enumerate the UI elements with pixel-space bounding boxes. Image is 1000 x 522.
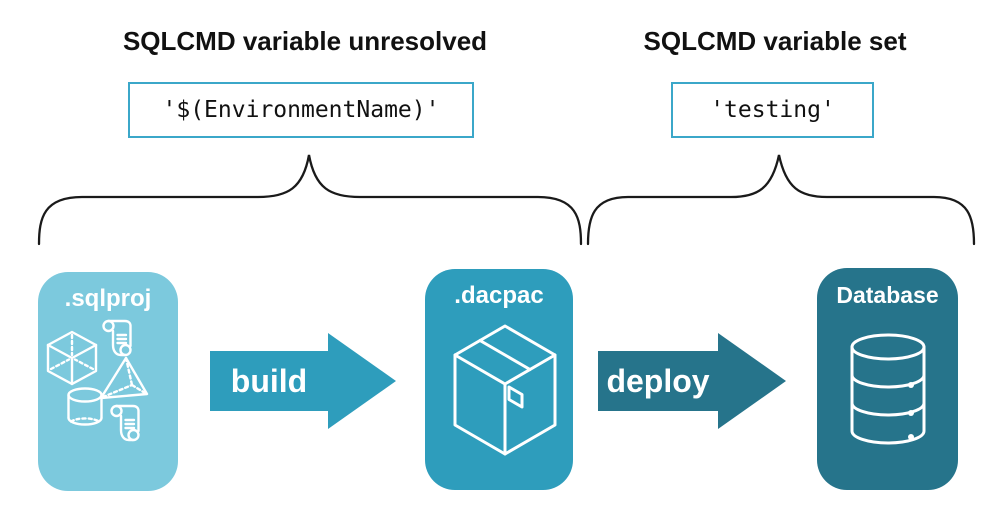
node-database-label: Database: [836, 282, 939, 308]
node-sqlproj: .sqlproj: [38, 272, 178, 491]
code-box-unresolved: '$(EnvironmentName)': [128, 82, 474, 138]
code-box-set: 'testing': [671, 82, 874, 138]
script-scroll-icon: [110, 404, 140, 442]
database-cylinder-icon: [850, 333, 926, 445]
script-scroll-icon: [102, 319, 132, 357]
db-dot: [908, 434, 914, 440]
node-dacpac: .dacpac: [425, 269, 573, 490]
cylinder-icon: [67, 387, 103, 426]
build-arrow: [210, 333, 396, 429]
package-box-icon: [453, 324, 557, 456]
db-dot: [908, 382, 914, 388]
pyramid-icon: [99, 356, 149, 400]
node-database: Database: [817, 268, 958, 490]
code-value-unresolved: '$(EnvironmentName)': [162, 97, 440, 123]
deploy-arrow: [598, 333, 786, 429]
db-dot: [908, 410, 914, 416]
right-brace: [586, 154, 976, 246]
build-arrow-label: build: [230, 362, 308, 399]
heading-variable-set: SQLCMD variable set: [643, 26, 907, 56]
cube-icon: [46, 330, 98, 386]
code-value-set: 'testing': [710, 97, 835, 123]
left-brace: [37, 154, 583, 246]
heading-variable-unresolved: SQLCMD variable unresolved: [122, 26, 488, 56]
node-dacpac-label: .dacpac: [454, 282, 544, 309]
node-sqlproj-label: .sqlproj: [64, 285, 152, 312]
deploy-arrow-label: deploy: [606, 362, 710, 399]
sql-objects-icon: [46, 319, 149, 442]
